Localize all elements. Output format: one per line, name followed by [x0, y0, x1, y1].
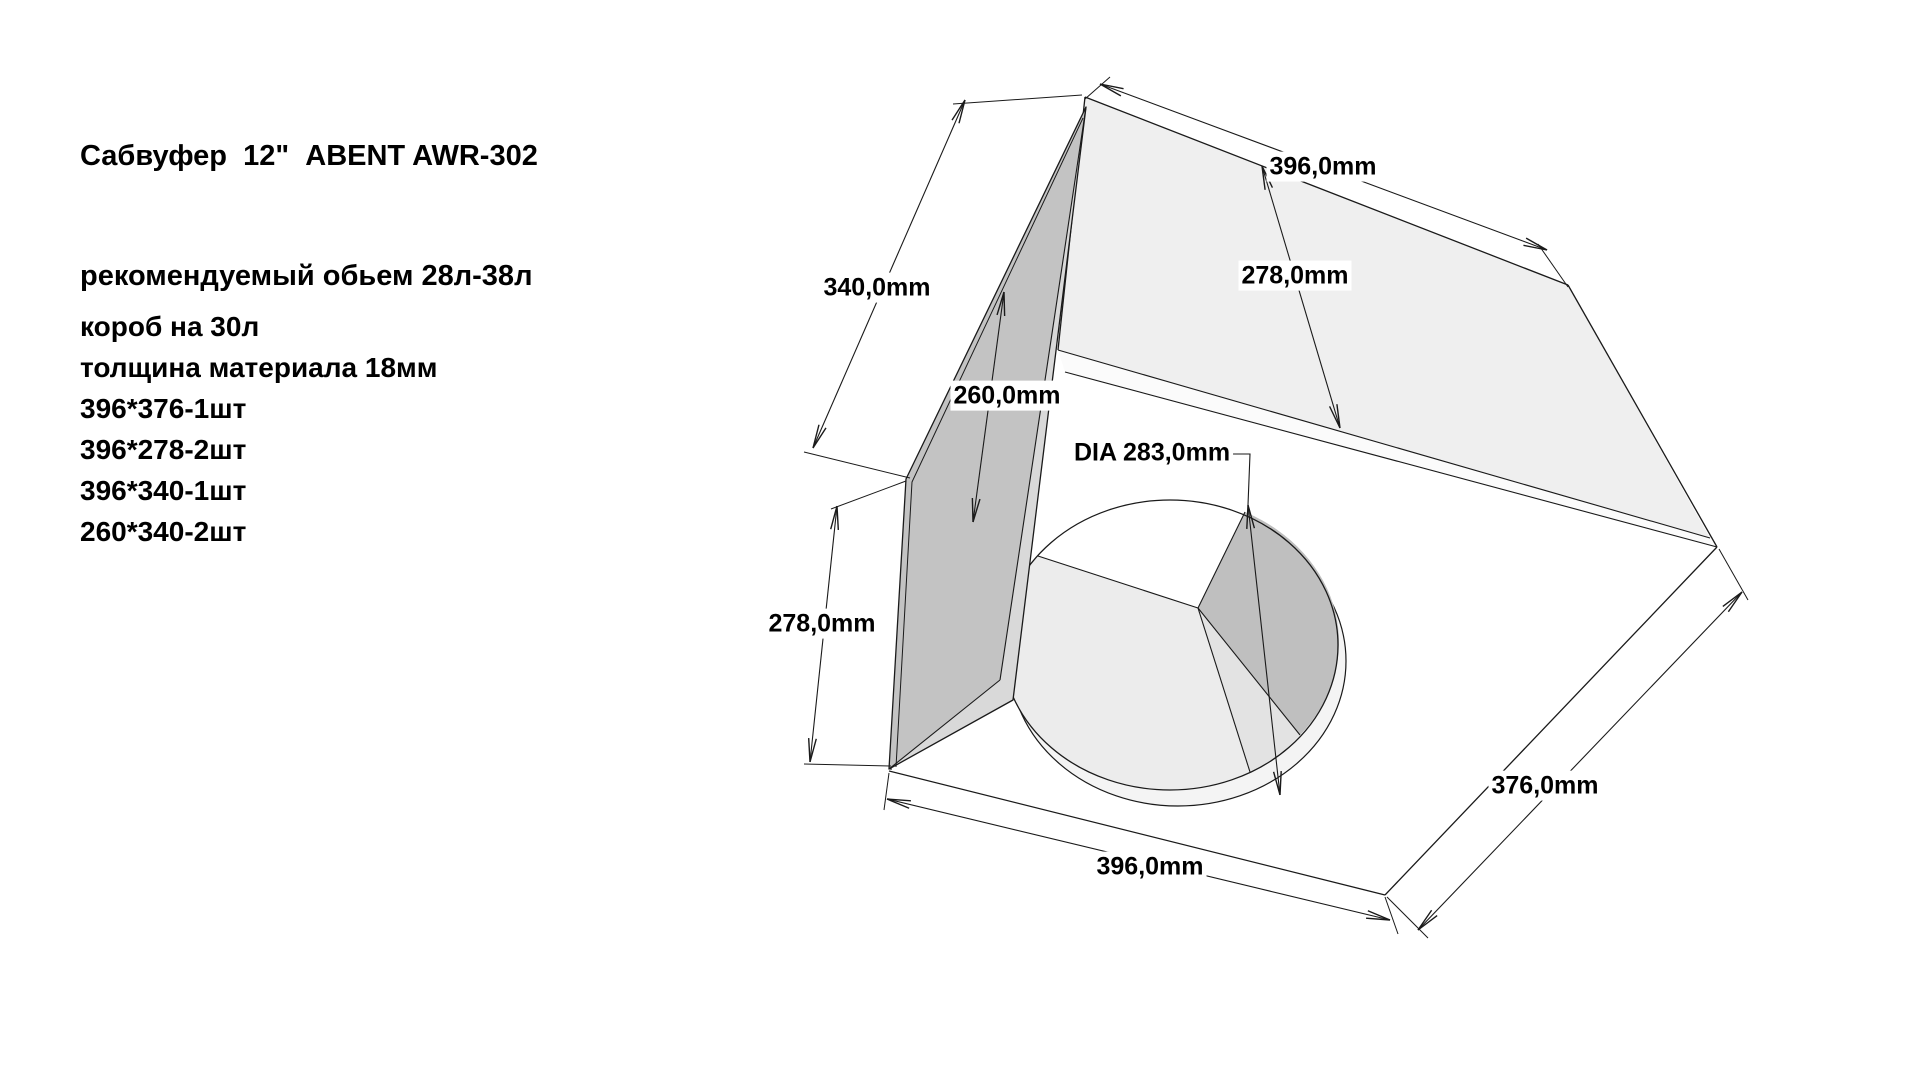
band-lower-edge	[1064, 371, 1718, 548]
hole-facet-edge	[1197, 511, 1246, 609]
side-panel-face	[889, 107, 1086, 769]
drawing-title: Сабвуфер 12" ABENT AWR-302 рекомендуемый…	[80, 56, 538, 376]
title-line-2: рекомендуемый обьем 28л-38л	[80, 260, 533, 292]
dimension-line-top-depth	[1261, 165, 1341, 429]
hole-facet-edge	[1037, 555, 1199, 609]
extension-line-top-width	[1537, 243, 1569, 288]
dimension-arrow-top-width	[1525, 237, 1548, 251]
hole-facet-edge	[1197, 607, 1251, 773]
dimension-label-text: 340,0mm	[823, 274, 930, 302]
band-upper-edge	[1057, 349, 1711, 539]
cut-list-line: 260*340-2шт	[80, 516, 247, 547]
dimension-arrow-front-height	[809, 738, 817, 763]
label-mask	[1093, 851, 1207, 882]
dimension-label-text: DIA 283,0mm	[1074, 439, 1230, 467]
dimension-arrow-side-depth	[1727, 591, 1743, 613]
box-bottom-edge	[888, 770, 1386, 896]
dimension-label-front-height: 278,0mm	[765, 608, 879, 639]
hole-top-facet	[1038, 497, 1245, 608]
label-mask	[1238, 260, 1352, 291]
dimension-label-text: 278,0mm	[768, 610, 875, 638]
dimension-arrow-hole-diameter	[1272, 771, 1281, 796]
dimension-arrow-panel-width	[972, 498, 981, 523]
label-mask	[1266, 151, 1380, 182]
cut-list-line: 396*376-1шт	[80, 393, 247, 424]
dimension-label-hole-diameter: DIA 283,0mm	[1070, 437, 1234, 468]
dimension-arrow-bottom-width	[1367, 910, 1391, 921]
hole-facet-edge	[1197, 607, 1301, 736]
dimension-arrow-front-height	[807, 737, 811, 763]
dimension-line-hole-diameter	[1228, 453, 1281, 796]
cut-list-line: короб на 30л	[80, 311, 260, 342]
dimension-label-text: 396,0mm	[1269, 153, 1376, 181]
dimension-arrow-bottom-width	[886, 798, 910, 809]
dimension-arrow-front-height	[836, 505, 840, 531]
dimension-arrow-bottom-width	[886, 798, 911, 802]
dimension-label-text: 396,0mm	[1096, 853, 1203, 881]
dimension-arrow-hole-diameter	[1246, 504, 1249, 530]
box-top-right-edge	[1567, 284, 1718, 548]
dimension-arrow-top-depth	[1336, 404, 1341, 429]
cut-list: короб на 30л толщина материала 18мм 396*37…	[80, 306, 437, 552]
extension-line-bottom-width	[1384, 896, 1399, 935]
dimension-arrow-top-width	[1099, 83, 1122, 97]
side-panel-facet-edge	[888, 679, 1001, 770]
dimension-label-bottom-width: 396,0mm	[1093, 851, 1207, 882]
hole-strip-facet	[1198, 608, 1300, 772]
dimension-arrow-bottom-width	[1366, 917, 1391, 921]
dimension-arrow-top-width	[1099, 83, 1124, 90]
top-face	[1058, 97, 1710, 538]
extension-line-top-width	[1084, 76, 1111, 100]
cut-list-line: толщина материала 18мм	[80, 352, 438, 383]
cut-list-line: 396*278-2шт	[80, 434, 247, 465]
extension-line-side-depth	[1718, 548, 1749, 601]
extension-line-side-depth	[1386, 896, 1429, 939]
dimension-arrow-panel-width	[1003, 291, 1006, 317]
dimension-arrow-side-depth	[1417, 909, 1433, 931]
dimension-label-text: 260,0mm	[953, 382, 1060, 410]
label-mask	[820, 272, 934, 303]
dimension-line-side-depth	[1417, 591, 1743, 931]
extension-line-front-height	[830, 480, 907, 510]
dimension-label-text: 278,0mm	[1241, 262, 1348, 290]
dimension-arrow-top-depth	[1261, 165, 1266, 190]
dimension-label-back-edge: 340,0mm	[820, 272, 934, 303]
dimension-arrow-panel-width	[996, 291, 1005, 316]
label-mask	[1070, 437, 1234, 468]
dimension-arrow-hole-diameter	[1247, 504, 1256, 529]
title-line-1: Сабвуфер 12" ABENT AWR-302	[80, 140, 538, 172]
dimension-arrow-top-depth	[1328, 406, 1341, 429]
dimension-arrow-front-height	[830, 505, 838, 530]
dimension-arrow-side-depth	[1722, 591, 1743, 608]
dimension-arrow-back-edge	[812, 427, 827, 449]
extension-line-back-edge	[803, 451, 911, 479]
dimension-label-panel-width: 260,0mm	[950, 380, 1064, 411]
cut-list-line: 396*340-1шт	[80, 475, 247, 506]
dimension-arrow-back-edge	[958, 99, 966, 124]
dimension-label-side-depth: 376,0mm	[1488, 770, 1602, 801]
label-mask	[1488, 770, 1602, 801]
dimension-arrow-top-width	[1523, 244, 1548, 251]
dimension-label-top-width: 396,0mm	[1266, 151, 1380, 182]
box-right-edge	[1384, 546, 1718, 896]
dimension-arrow-panel-width	[971, 497, 974, 523]
extension-line-front-height	[803, 763, 892, 767]
side-panel-highlight-edge	[895, 117, 1084, 768]
dimension-arrow-back-edge	[812, 424, 820, 449]
dimension-arrow-side-depth	[1417, 914, 1438, 931]
dimension-arrow-hole-diameter	[1279, 770, 1282, 796]
label-mask	[765, 608, 879, 639]
extension-line-bottom-width	[883, 772, 890, 811]
extension-line-back-edge	[952, 94, 1083, 105]
box-back-edge	[1084, 96, 1569, 286]
dimension-label-top-depth: 278,0mm	[1238, 260, 1352, 291]
hole-shadow-facet	[1198, 512, 1339, 735]
top-edge-band	[1058, 350, 1717, 547]
dimension-label-text: 376,0mm	[1491, 772, 1598, 800]
label-mask	[950, 380, 1064, 411]
